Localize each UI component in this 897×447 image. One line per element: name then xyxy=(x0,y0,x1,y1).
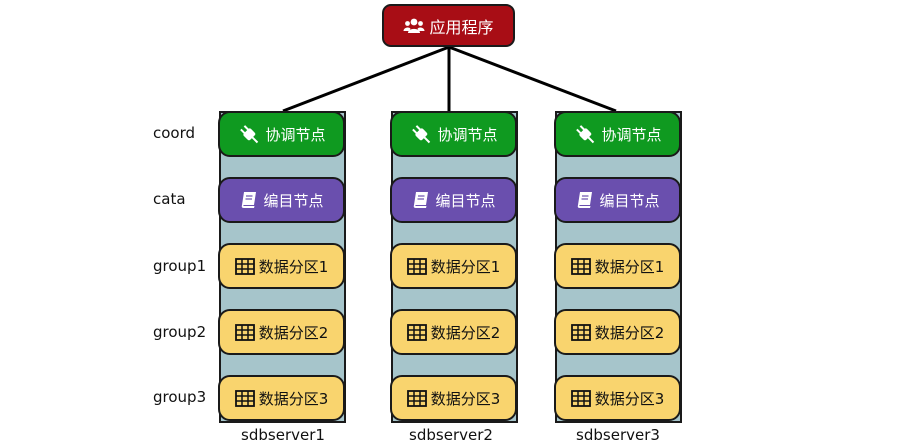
table-icon xyxy=(234,323,255,341)
coord-node: 协调节点 xyxy=(554,111,681,157)
connector-line-sdbserver1 xyxy=(282,45,450,113)
server-label-sdbserver2: sdbserver2 xyxy=(409,426,493,444)
coord-node-label: 协调节点 xyxy=(601,125,662,144)
group1-node-label: 数据分区1 xyxy=(258,257,329,276)
coord-node: 协调节点 xyxy=(390,111,517,157)
group2-node-label: 数据分区2 xyxy=(258,323,329,342)
coord-node: 协调节点 xyxy=(218,111,345,157)
application-node: 应用程序 xyxy=(382,4,515,47)
book-icon xyxy=(575,190,595,210)
table-icon xyxy=(406,323,427,341)
group3-node-label: 数据分区3 xyxy=(258,389,329,408)
cata-node-label: 编目节点 xyxy=(599,191,660,210)
group3-node-label: 数据分区3 xyxy=(594,389,665,408)
table-icon xyxy=(406,389,427,407)
cata-node-label: 编目节点 xyxy=(435,191,496,210)
cata-node: 编目节点 xyxy=(390,177,517,223)
cata-node-label: 编目节点 xyxy=(263,191,324,210)
group3-node-label: 数据分区3 xyxy=(430,389,501,408)
group2-node: 数据分区2 xyxy=(218,309,345,355)
book-icon xyxy=(239,190,259,210)
group1-node: 数据分区1 xyxy=(554,243,681,289)
table-icon xyxy=(406,257,427,275)
cata-node: 编目节点 xyxy=(218,177,345,223)
group1-node-label: 数据分区1 xyxy=(594,257,665,276)
group2-node: 数据分区2 xyxy=(390,309,517,355)
plug-icon xyxy=(237,123,261,145)
users-icon xyxy=(403,17,425,35)
server-label-sdbserver1: sdbserver1 xyxy=(241,426,325,444)
cata-node: 编目节点 xyxy=(554,177,681,223)
table-icon xyxy=(570,257,591,275)
group1-node: 数据分区1 xyxy=(218,243,345,289)
group3-node: 数据分区3 xyxy=(218,375,345,421)
table-icon xyxy=(234,389,255,407)
group1-node: 数据分区1 xyxy=(390,243,517,289)
row-label-group2: group2 xyxy=(153,323,207,341)
table-icon xyxy=(234,257,255,275)
row-label-coord: coord xyxy=(153,124,196,142)
connector-line-sdbserver3 xyxy=(448,45,617,113)
table-icon xyxy=(570,323,591,341)
book-icon xyxy=(411,190,431,210)
group2-node-label: 数据分区2 xyxy=(430,323,501,342)
row-label-group3: group3 xyxy=(153,388,207,406)
table-icon xyxy=(570,389,591,407)
group3-node: 数据分区3 xyxy=(554,375,681,421)
group1-node-label: 数据分区1 xyxy=(430,257,501,276)
row-label-cata: cata xyxy=(153,190,186,208)
application-label: 应用程序 xyxy=(429,17,494,37)
group2-node-label: 数据分区2 xyxy=(594,323,665,342)
group3-node: 数据分区3 xyxy=(390,375,517,421)
row-label-group1: group1 xyxy=(153,257,207,275)
plug-icon xyxy=(409,123,433,145)
server-label-sdbserver3: sdbserver3 xyxy=(576,426,660,444)
coord-node-label: 协调节点 xyxy=(437,125,498,144)
coord-node-label: 协调节点 xyxy=(265,125,326,144)
plug-icon xyxy=(573,123,597,145)
group2-node: 数据分区2 xyxy=(554,309,681,355)
